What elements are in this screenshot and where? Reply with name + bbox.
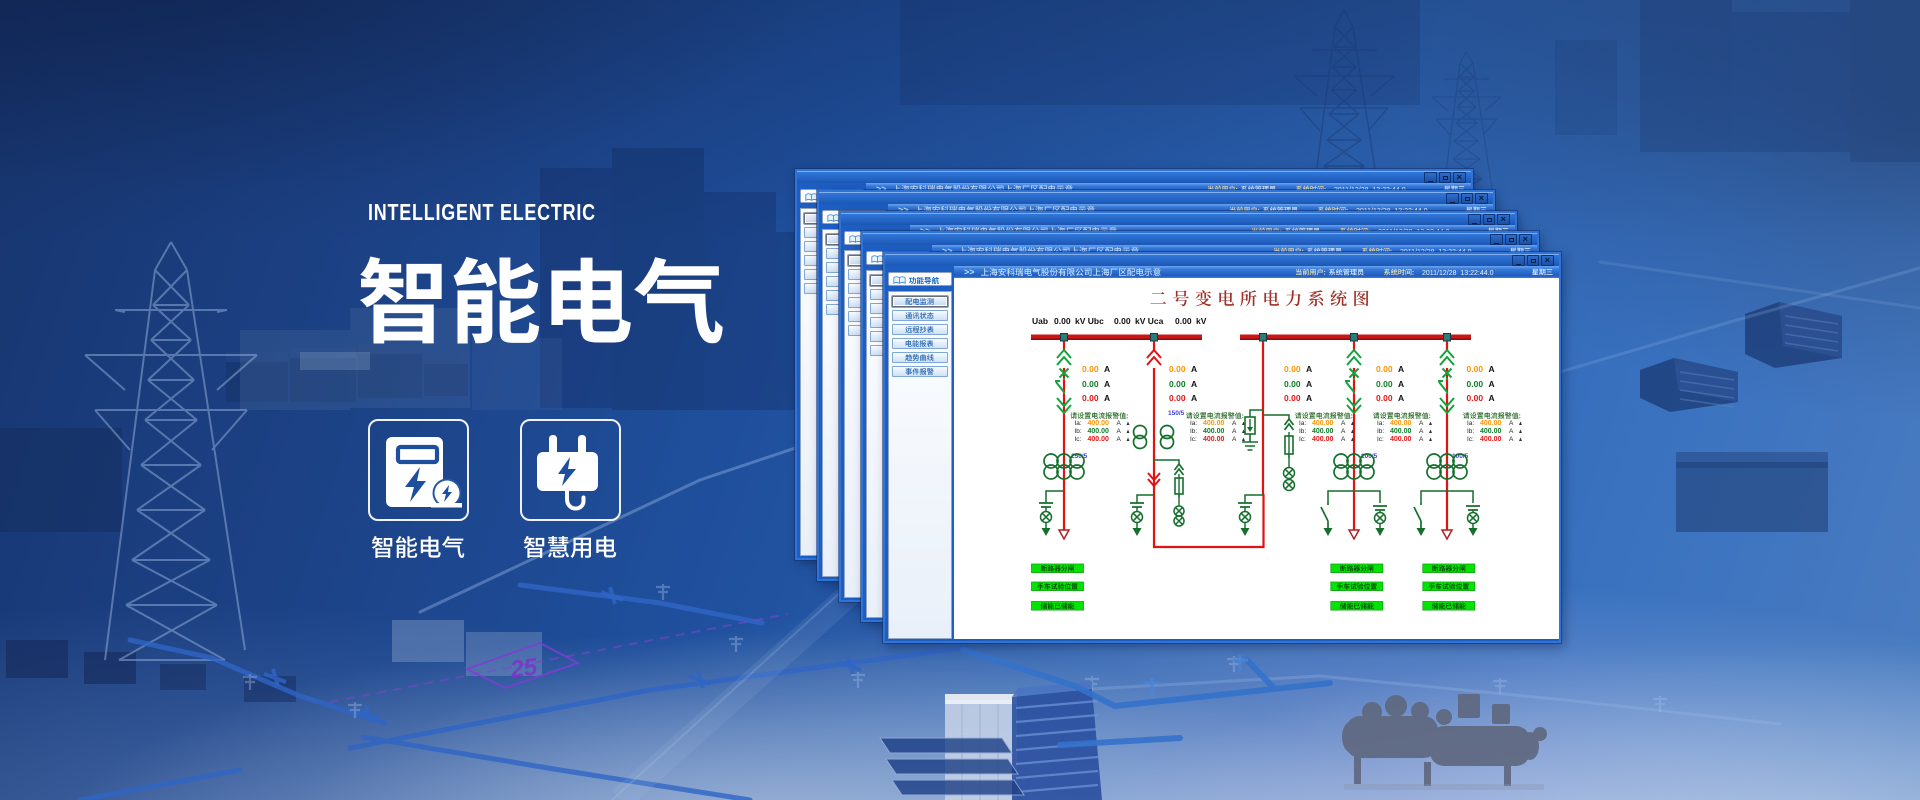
svg-text:Ia:: Ia: xyxy=(1299,420,1306,427)
svg-text:100/5: 100/5 xyxy=(1452,453,1469,460)
svg-text:A: A xyxy=(1489,393,1495,403)
svg-text:Ia:: Ia: xyxy=(1190,420,1197,427)
svg-text:A: A xyxy=(1489,364,1495,374)
svg-text:kV Uca: kV Uca xyxy=(1135,316,1164,326)
svg-text:250/5: 250/5 xyxy=(1071,453,1088,460)
svg-text:A: A xyxy=(1306,364,1312,374)
svg-text:Ic:: Ic: xyxy=(1299,436,1306,443)
svg-text:400.00: 400.00 xyxy=(1390,420,1412,427)
svg-text:2011/12/28 13:22:44.0: 2011/12/28 13:22:44.0 xyxy=(1422,270,1494,277)
svg-text:A: A xyxy=(1398,364,1404,374)
svg-text:400.00: 400.00 xyxy=(1088,428,1110,435)
svg-text:0.00: 0.00 xyxy=(1054,316,1071,326)
svg-text:A: A xyxy=(1341,428,1346,435)
svg-text:A: A xyxy=(1419,436,1424,443)
svg-text:A: A xyxy=(1104,379,1110,389)
svg-text:0.00: 0.00 xyxy=(1082,364,1099,374)
svg-text:400.00: 400.00 xyxy=(1312,436,1334,443)
svg-text:0.00: 0.00 xyxy=(1169,393,1186,403)
svg-text:A: A xyxy=(1489,379,1495,389)
svg-text:Ib:: Ib: xyxy=(1075,428,1082,435)
svg-text:400.00: 400.00 xyxy=(1088,420,1110,427)
svg-text:A: A xyxy=(1191,364,1197,374)
svg-text:Ib:: Ib: xyxy=(1299,428,1306,435)
svg-text:>>: >> xyxy=(876,184,887,194)
svg-text:A: A xyxy=(1419,420,1424,427)
svg-text:A: A xyxy=(1509,420,1514,427)
svg-text:Ia:: Ia: xyxy=(1467,420,1474,427)
svg-text:A: A xyxy=(1117,436,1122,443)
svg-text:0.00: 0.00 xyxy=(1284,364,1301,374)
svg-text:A: A xyxy=(1191,393,1197,403)
svg-text:>>: >> xyxy=(942,246,953,256)
svg-text:0.00: 0.00 xyxy=(1376,364,1393,374)
svg-text:400.00: 400.00 xyxy=(1203,436,1225,443)
svg-text:A: A xyxy=(1117,420,1122,427)
svg-text:A: A xyxy=(1509,436,1514,443)
svg-text:A: A xyxy=(1232,420,1237,427)
svg-text:Ib:: Ib: xyxy=(1377,428,1384,435)
svg-text:A: A xyxy=(1398,379,1404,389)
svg-text:>>: >> xyxy=(964,267,975,277)
svg-text:400.00: 400.00 xyxy=(1480,420,1502,427)
svg-text:A: A xyxy=(1341,436,1346,443)
svg-text:0.00: 0.00 xyxy=(1114,316,1131,326)
svg-text:kV: kV xyxy=(1196,316,1207,326)
svg-text:400.00: 400.00 xyxy=(1480,428,1502,435)
svg-text:0.00: 0.00 xyxy=(1169,379,1186,389)
svg-text:400.00: 400.00 xyxy=(1390,428,1412,435)
svg-text:400.00: 400.00 xyxy=(1480,436,1502,443)
svg-text:A: A xyxy=(1306,393,1312,403)
svg-text:0.00: 0.00 xyxy=(1284,379,1301,389)
svg-text:A: A xyxy=(1341,420,1346,427)
svg-text:Ib:: Ib: xyxy=(1190,428,1197,435)
svg-text:kV Ubc: kV Ubc xyxy=(1075,316,1104,326)
svg-text:0.00: 0.00 xyxy=(1376,379,1393,389)
svg-text:0.00: 0.00 xyxy=(1082,393,1099,403)
svg-text:Ia:: Ia: xyxy=(1075,420,1082,427)
svg-text:0.00: 0.00 xyxy=(1169,364,1186,374)
svg-text:Uab: Uab xyxy=(1032,316,1048,326)
svg-text:A: A xyxy=(1104,393,1110,403)
svg-text:0.00: 0.00 xyxy=(1376,393,1393,403)
svg-text:Ic:: Ic: xyxy=(1190,436,1197,443)
svg-text:0.00: 0.00 xyxy=(1467,379,1484,389)
svg-text:A: A xyxy=(1306,379,1312,389)
svg-text:Ic:: Ic: xyxy=(1377,436,1384,443)
svg-text:A: A xyxy=(1419,428,1424,435)
svg-text:>>: >> xyxy=(898,205,909,215)
svg-text:Ia:: Ia: xyxy=(1377,420,1384,427)
svg-text:400.00: 400.00 xyxy=(1390,436,1412,443)
svg-text:A: A xyxy=(1117,428,1122,435)
svg-text:0.00: 0.00 xyxy=(1467,364,1484,374)
svg-text:A: A xyxy=(1232,436,1237,443)
svg-text:0.00: 0.00 xyxy=(1467,393,1484,403)
svg-text:Ic:: Ic: xyxy=(1075,436,1082,443)
svg-text:0.00: 0.00 xyxy=(1175,316,1192,326)
svg-text:Ic:: Ic: xyxy=(1467,436,1474,443)
svg-text:150/5: 150/5 xyxy=(1168,410,1185,417)
svg-text:A: A xyxy=(1232,428,1237,435)
svg-text:400.00: 400.00 xyxy=(1088,436,1110,443)
svg-text:100/5: 100/5 xyxy=(1361,453,1378,460)
svg-text:A: A xyxy=(1398,393,1404,403)
svg-text:25: 25 xyxy=(508,653,540,684)
svg-text:Ib:: Ib: xyxy=(1467,428,1474,435)
svg-text:400.00: 400.00 xyxy=(1312,420,1334,427)
svg-text:400.00: 400.00 xyxy=(1312,428,1334,435)
svg-text:A: A xyxy=(1191,379,1197,389)
svg-text:400.00: 400.00 xyxy=(1203,428,1225,435)
svg-text:A: A xyxy=(1509,428,1514,435)
svg-text:0.00: 0.00 xyxy=(1082,379,1099,389)
svg-text:400.00: 400.00 xyxy=(1203,420,1225,427)
svg-text:0.00: 0.00 xyxy=(1284,393,1301,403)
svg-text:A: A xyxy=(1104,364,1110,374)
